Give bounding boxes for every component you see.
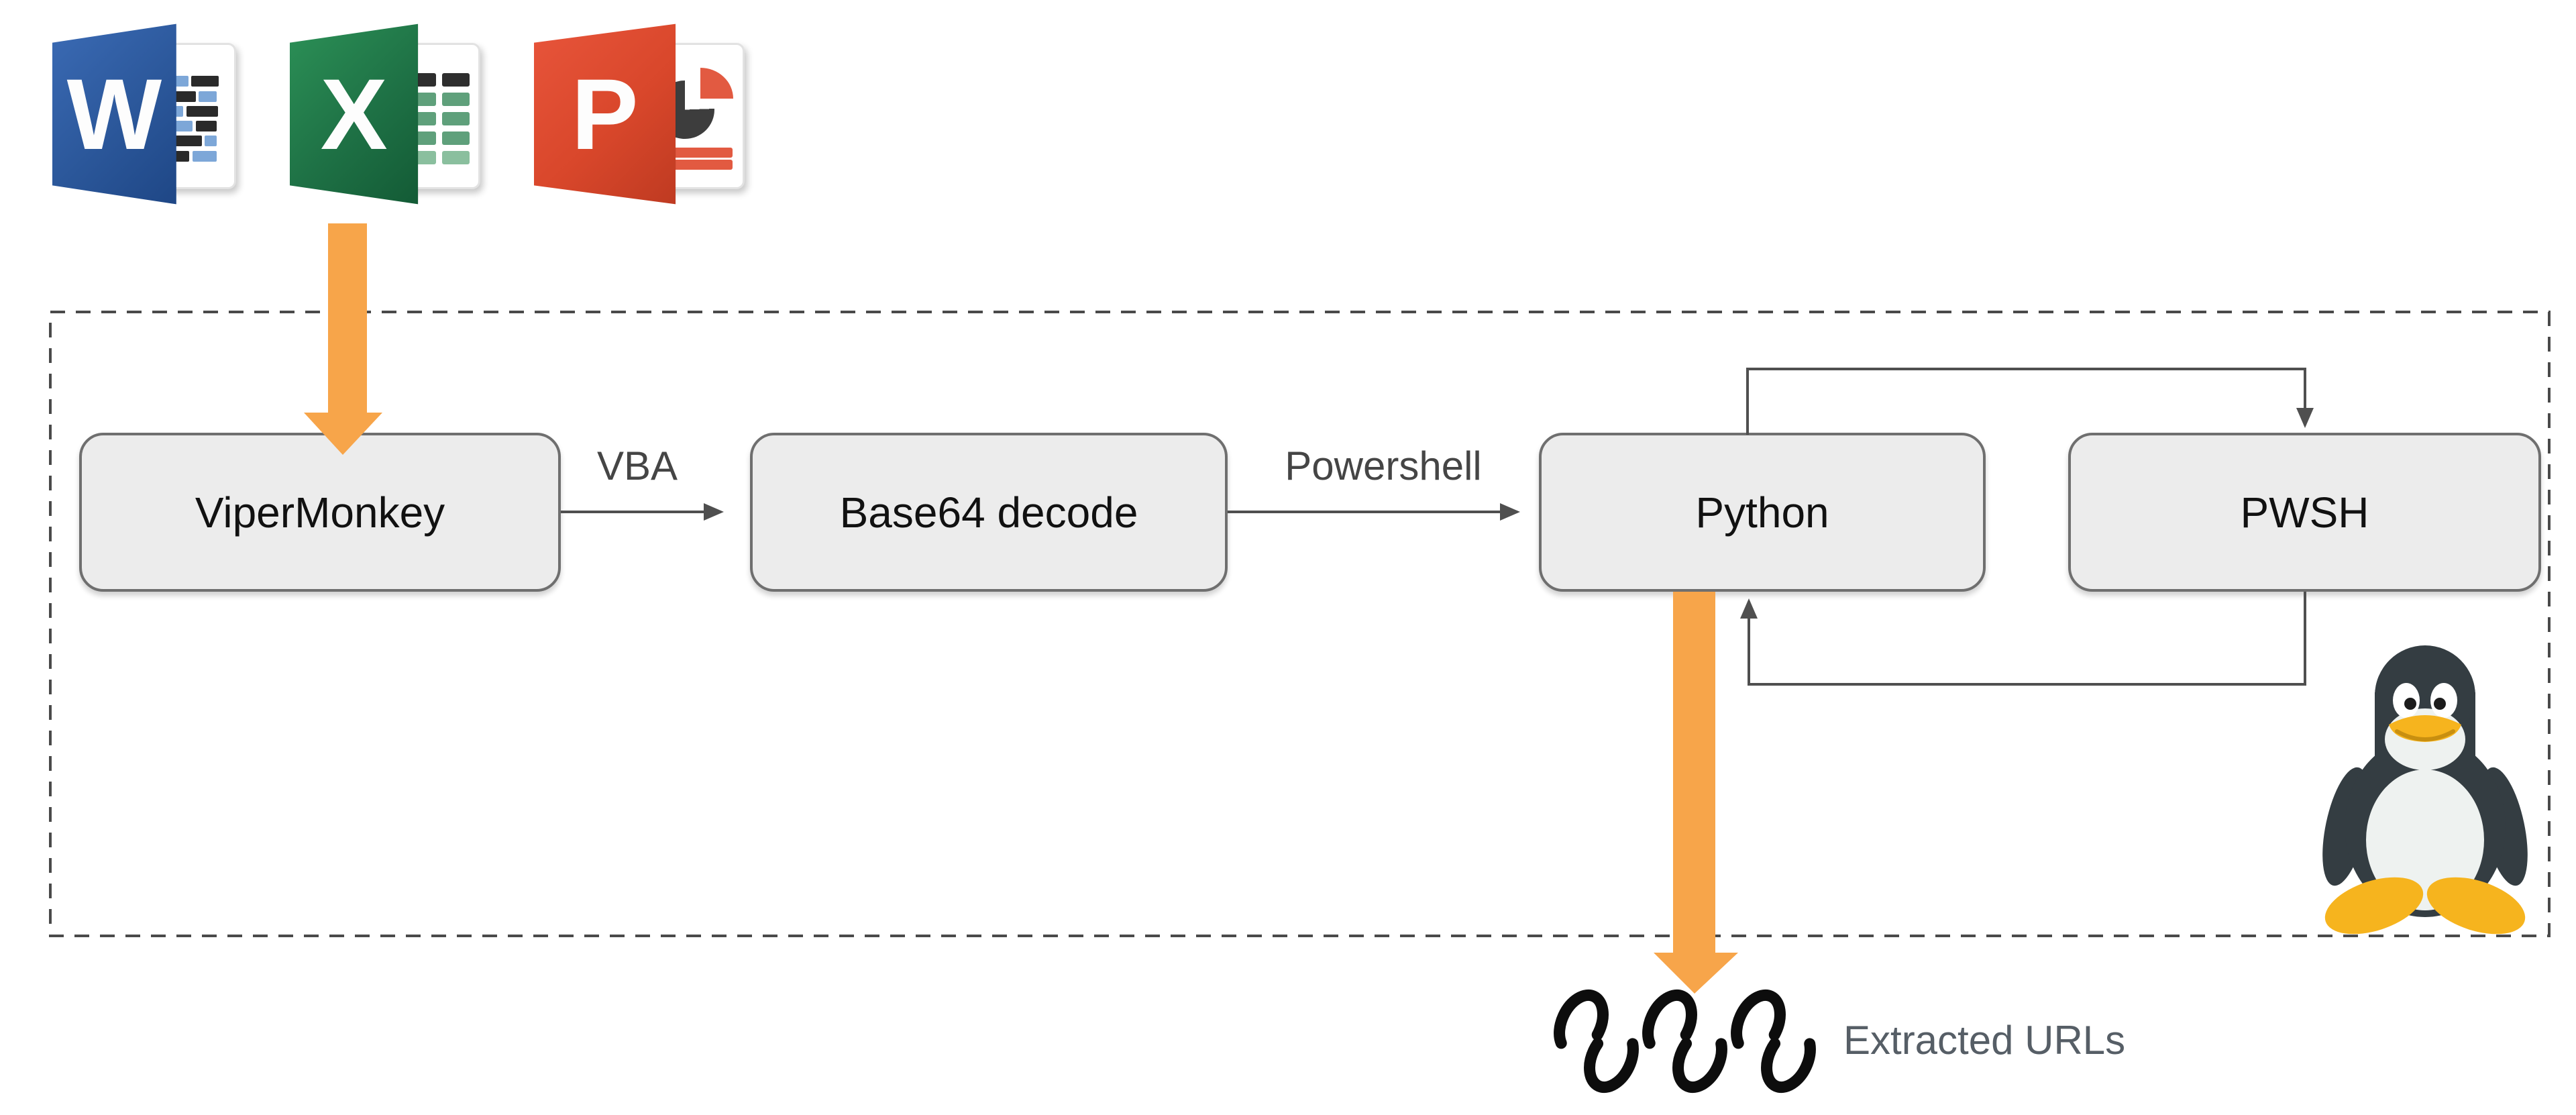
excel-letter: X	[320, 58, 388, 170]
node-pwsh: PWSH	[2068, 433, 2541, 592]
orange-arrow-docs-to-vipermonkey	[304, 223, 382, 455]
excel-panel: X	[290, 23, 419, 205]
powerpoint-letter: P	[571, 58, 639, 170]
powerpoint-panel: P	[534, 23, 676, 205]
node-base64-decode: Base64 decode	[750, 433, 1228, 592]
arrow-python-to-pwsh-loop	[1746, 368, 2314, 435]
node-vipermonkey-label: ViperMonkey	[195, 488, 445, 537]
node-vipermonkey: ViperMonkey	[79, 433, 561, 592]
node-pwsh-label: PWSH	[2240, 488, 2369, 537]
word-panel: W	[52, 23, 176, 205]
chain-links-icon	[1554, 989, 1816, 1094]
orange-arrow-python-to-urls	[1654, 592, 1738, 994]
tux-linux-icon	[2322, 645, 2528, 935]
arrow-pwsh-to-python-loop	[1740, 592, 2306, 686]
word-letter: W	[66, 58, 162, 170]
word-icon: W	[52, 20, 240, 208]
extracted-urls-label: Extracted URLs	[1843, 1018, 2126, 1063]
node-base64-label: Base64 decode	[839, 488, 1138, 537]
node-python: Python	[1539, 433, 1986, 592]
edge-label-powershell: Powershell	[1285, 443, 1482, 488]
sandbox-dashed-border	[49, 311, 2551, 937]
edge-label-vba: VBA	[596, 443, 678, 488]
node-python-label: Python	[1695, 488, 1829, 537]
powerpoint-icon: P	[534, 20, 749, 208]
excel-icon: X	[290, 20, 484, 208]
